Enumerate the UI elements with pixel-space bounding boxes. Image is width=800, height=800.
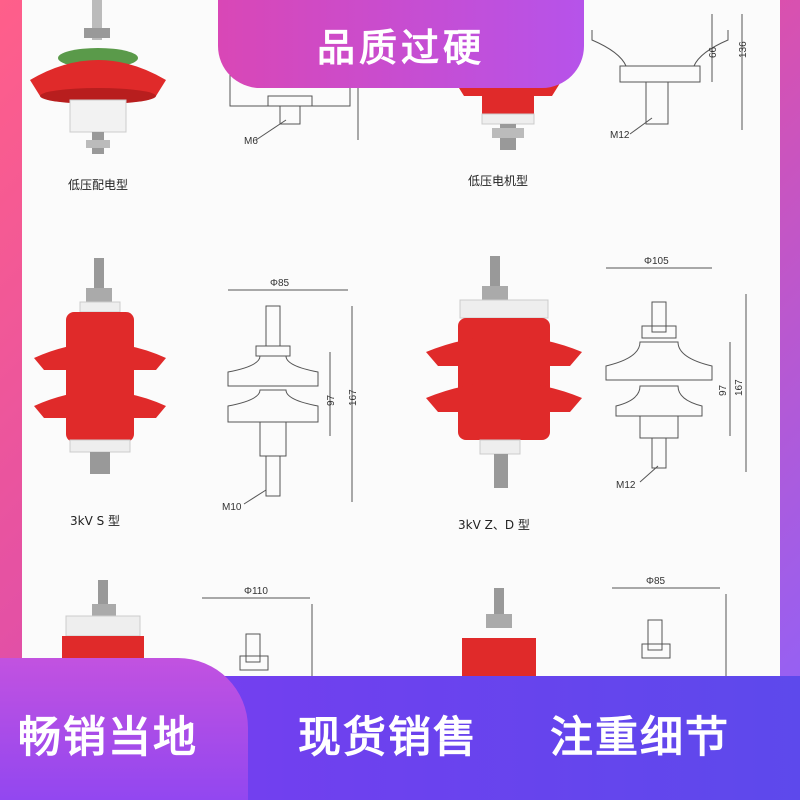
- dim-height-97-right: 97: [718, 384, 729, 396]
- dim-diameter-85: Φ85: [270, 278, 290, 289]
- dim-diameter-85-row3: Φ85: [646, 576, 666, 587]
- arrester-photo-low-voltage-distribution: [30, 0, 166, 154]
- dim-bolt-top-left: M6: [244, 136, 258, 147]
- dim-height-97-left: 97: [326, 394, 337, 406]
- slogan-best-selling: 畅销当地: [18, 713, 198, 763]
- product-label-3kv-zd: 3kV Z、D 型: [458, 518, 530, 532]
- slogan-attention-detail: 注重细节: [550, 713, 730, 763]
- arrester-photo-row3-right: [462, 588, 536, 680]
- arrester-photo-3kv-s: [34, 258, 166, 474]
- slogan-in-stock: 现货销售: [298, 713, 478, 763]
- product-label-low-voltage-distribution: 低压配电型: [68, 178, 129, 192]
- quality-badge: 品质过硬: [218, 0, 584, 88]
- dim-height-66: 66: [708, 46, 719, 58]
- dim-diameter-105: Φ105: [644, 256, 669, 267]
- dimension-drawing-top-right: 66 136 M12: [591, 14, 749, 141]
- product-label-low-voltage-motor: 低压电机型: [468, 174, 529, 188]
- slogan-left-tab: [0, 658, 248, 800]
- quality-badge-text: 品质过硬: [316, 25, 485, 70]
- arrester-photo-3kv-zd: [426, 256, 582, 488]
- dimension-drawing-mid-right: Φ105 97 167 M12: [605, 256, 747, 491]
- dimension-drawing-mid-left: Φ85 97 167 M10: [222, 278, 359, 513]
- dim-bolt-mid-right: M12: [616, 480, 636, 491]
- product-label-3kv-s: 3kV S 型: [70, 514, 121, 528]
- dim-height-167-left: 167: [348, 389, 359, 406]
- dim-diameter-110: Φ110: [244, 586, 268, 597]
- dim-height-136: 136: [738, 41, 749, 58]
- dimension-drawing-row3-right: Φ85: [612, 576, 727, 680]
- dim-bolt-top-right: M12: [610, 130, 630, 141]
- dimension-drawing-row3-left: Φ110: [202, 586, 313, 680]
- dim-bolt-mid-left: M10: [222, 502, 242, 513]
- dim-height-167-right: 167: [734, 379, 745, 396]
